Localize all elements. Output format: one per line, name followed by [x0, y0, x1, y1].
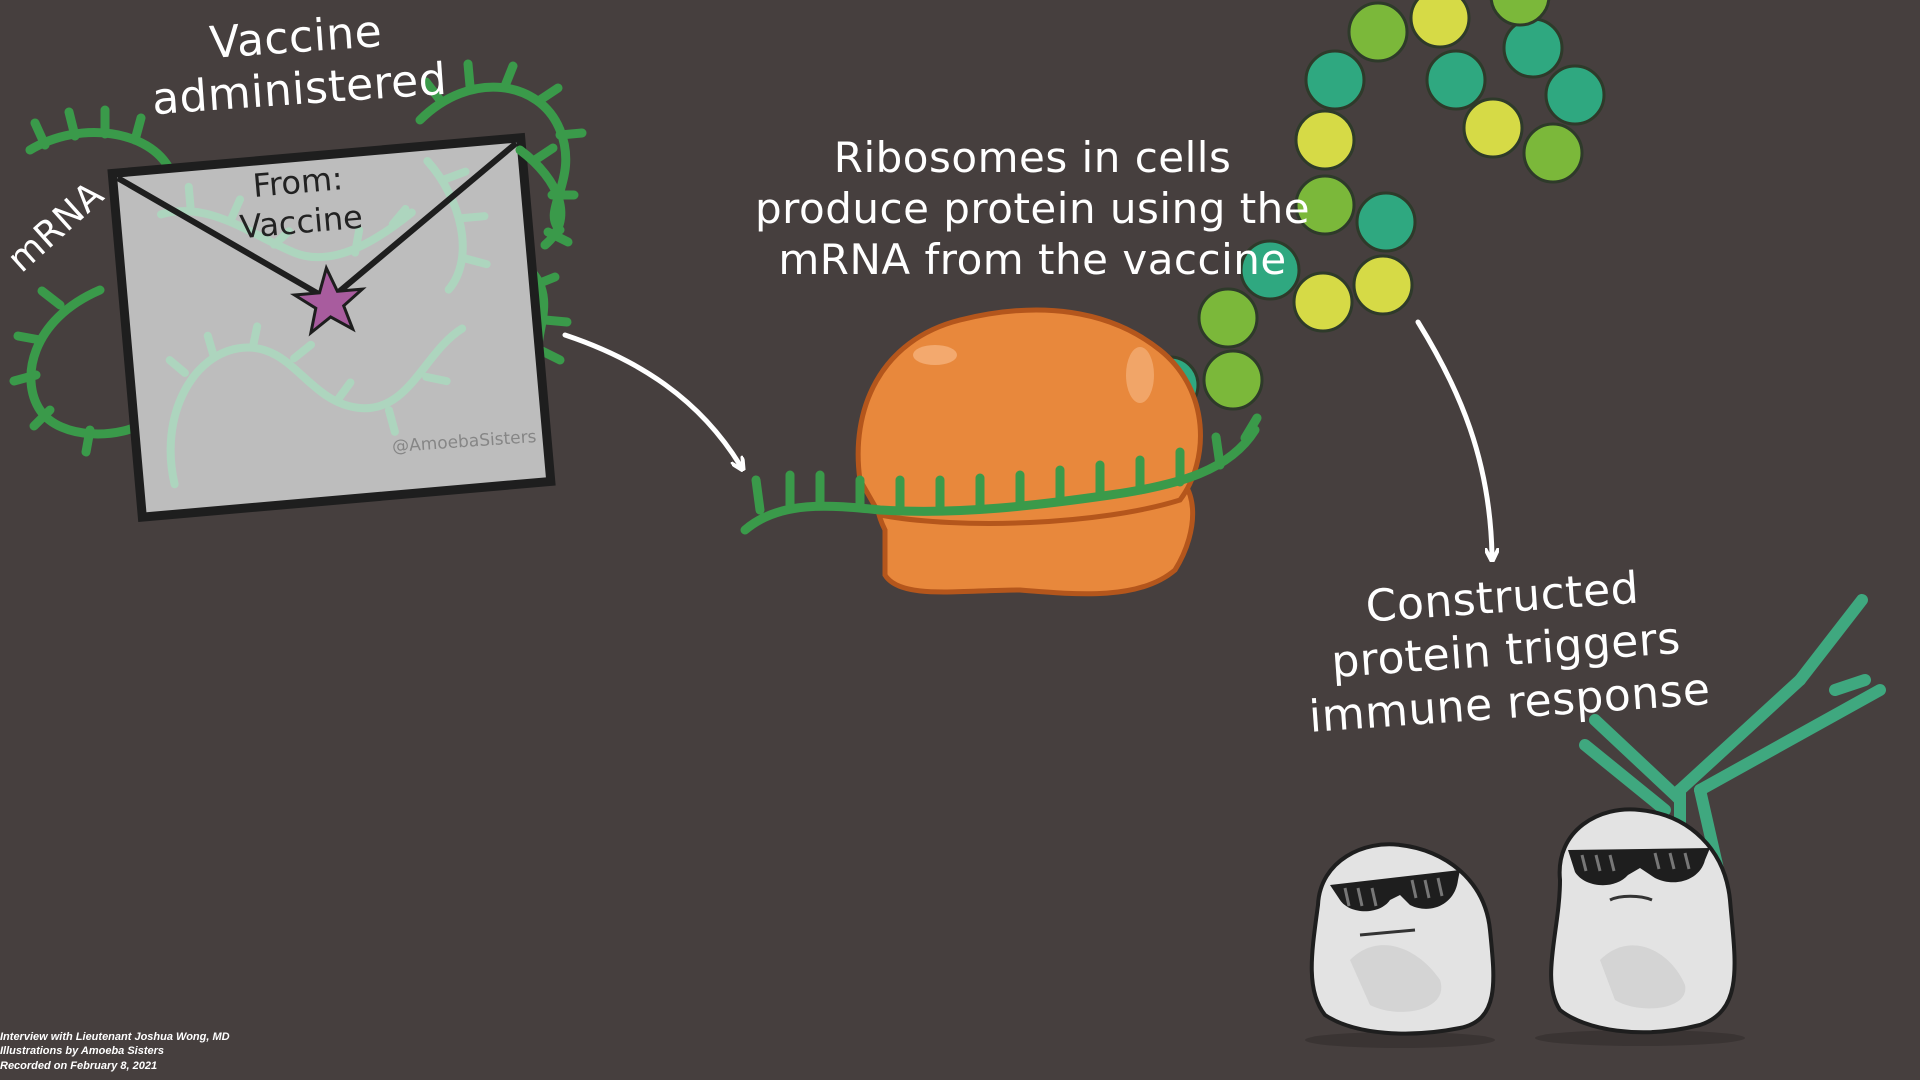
- label-line: mRNA from the vaccine: [778, 235, 1287, 285]
- envelope-icon: [107, 132, 556, 523]
- credits: Interview with Lieutenant Joshua Wong, M…: [0, 1030, 230, 1073]
- immune-cell-icon: [1535, 807, 1745, 1046]
- arrow-to-immune: [1415, 319, 1492, 555]
- mrna-strand-front: [515, 143, 579, 250]
- immune-cell-icon: [1305, 842, 1496, 1048]
- credit-line: Illustrations by Amoeba Sisters: [0, 1045, 165, 1058]
- envelope-from-label: From: Vaccine: [235, 157, 365, 247]
- label-line: Ribosomes in cells: [833, 133, 1232, 182]
- immune-response-label: Constructed protein triggers immune resp…: [1300, 558, 1712, 744]
- mrna-strand-back: [9, 59, 587, 457]
- credit-line: Interview with Lieutenant Joshua Wong, M…: [0, 1031, 230, 1043]
- mrna-strand-ribosome: [740, 413, 1262, 535]
- star-icon: [289, 263, 367, 337]
- arrow-to-ribosome: [562, 332, 740, 465]
- label-line: produce protein using the: [755, 184, 1311, 234]
- protein-chain: [1140, 0, 1606, 415]
- ribosome-icon: [855, 307, 1203, 597]
- credit-line: Recorded on February 8, 2021: [0, 1059, 158, 1072]
- vaccine-administered-label: Vaccine administered: [147, 2, 449, 126]
- ribosome-label: Ribosomes in cells produce protein using…: [755, 132, 1310, 286]
